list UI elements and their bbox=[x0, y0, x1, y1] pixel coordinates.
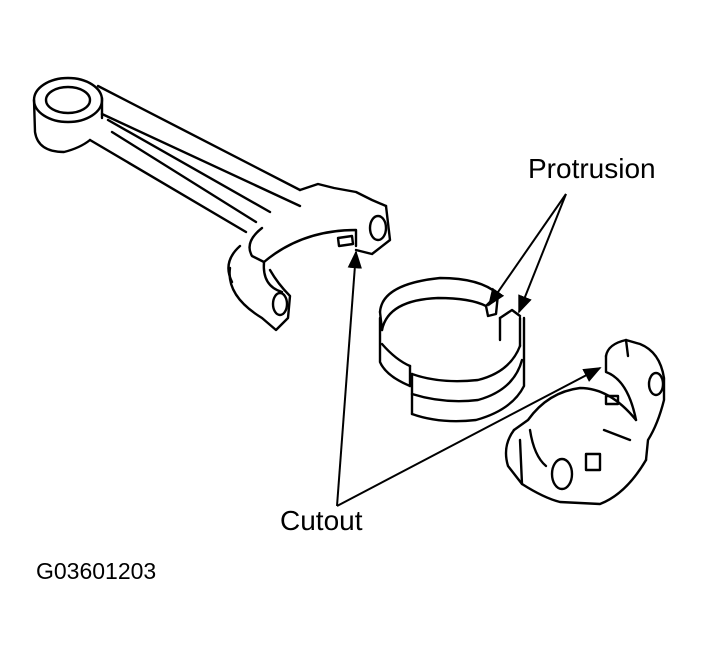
bearing-shells bbox=[378, 276, 526, 423]
connecting-rod bbox=[32, 76, 392, 332]
cutout-label: Cutout bbox=[280, 505, 363, 536]
cutout-arrow-1 bbox=[336, 250, 362, 507]
callout-arrows bbox=[336, 193, 602, 507]
cutout-arrow-2 bbox=[336, 367, 602, 507]
protrusion-label: Protrusion bbox=[528, 153, 656, 184]
figure-id-label: G03601203 bbox=[36, 558, 157, 584]
protrusion-arrow-1 bbox=[487, 193, 567, 307]
bearing-cap bbox=[504, 338, 666, 506]
protrusion-arrow-2 bbox=[518, 193, 567, 314]
